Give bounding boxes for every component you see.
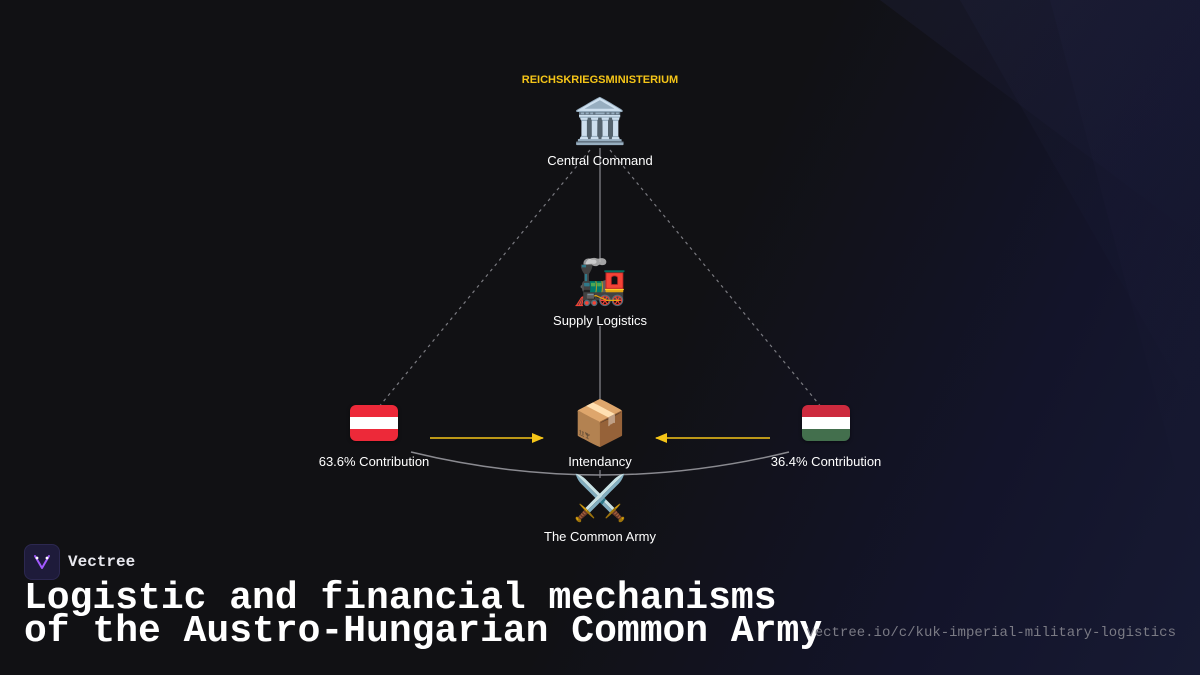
package-icon: 📦 bbox=[572, 398, 628, 449]
common-army-label: The Common Army bbox=[544, 529, 656, 544]
hungary-contribution-label: 36.4% Contribution bbox=[770, 454, 882, 469]
connector-command-austria bbox=[377, 149, 591, 409]
intendancy-label: Intendancy bbox=[568, 454, 632, 469]
connector-austria-hungary-arc bbox=[410, 451, 790, 476]
source-url[interactable]: vectree.io/c/kuk-imperial-military-logis… bbox=[806, 625, 1176, 641]
steam-locomotive-icon: 🚂 bbox=[572, 257, 628, 308]
austria-flag-icon bbox=[350, 405, 398, 441]
brand: Vectree bbox=[24, 544, 135, 580]
connector-command-hungary bbox=[609, 149, 823, 409]
central-command-label: Central Command bbox=[547, 153, 653, 168]
hungary-flag-icon bbox=[802, 405, 850, 441]
brand-name: Vectree bbox=[68, 553, 136, 571]
crossed-swords-icon: ⚔️ bbox=[572, 473, 628, 524]
page-title: Logistic and financial mechanisms of the… bbox=[24, 577, 823, 653]
ministry-header-label: REICHSKRIEGSMINISTERIUM bbox=[521, 74, 679, 86]
austria-contribution-label: 63.6% Contribution bbox=[318, 454, 430, 469]
classical-building-icon: 🏛️ bbox=[572, 96, 628, 147]
vectree-logo-icon bbox=[24, 544, 60, 580]
supply-logistics-label: Supply Logistics bbox=[553, 313, 647, 328]
